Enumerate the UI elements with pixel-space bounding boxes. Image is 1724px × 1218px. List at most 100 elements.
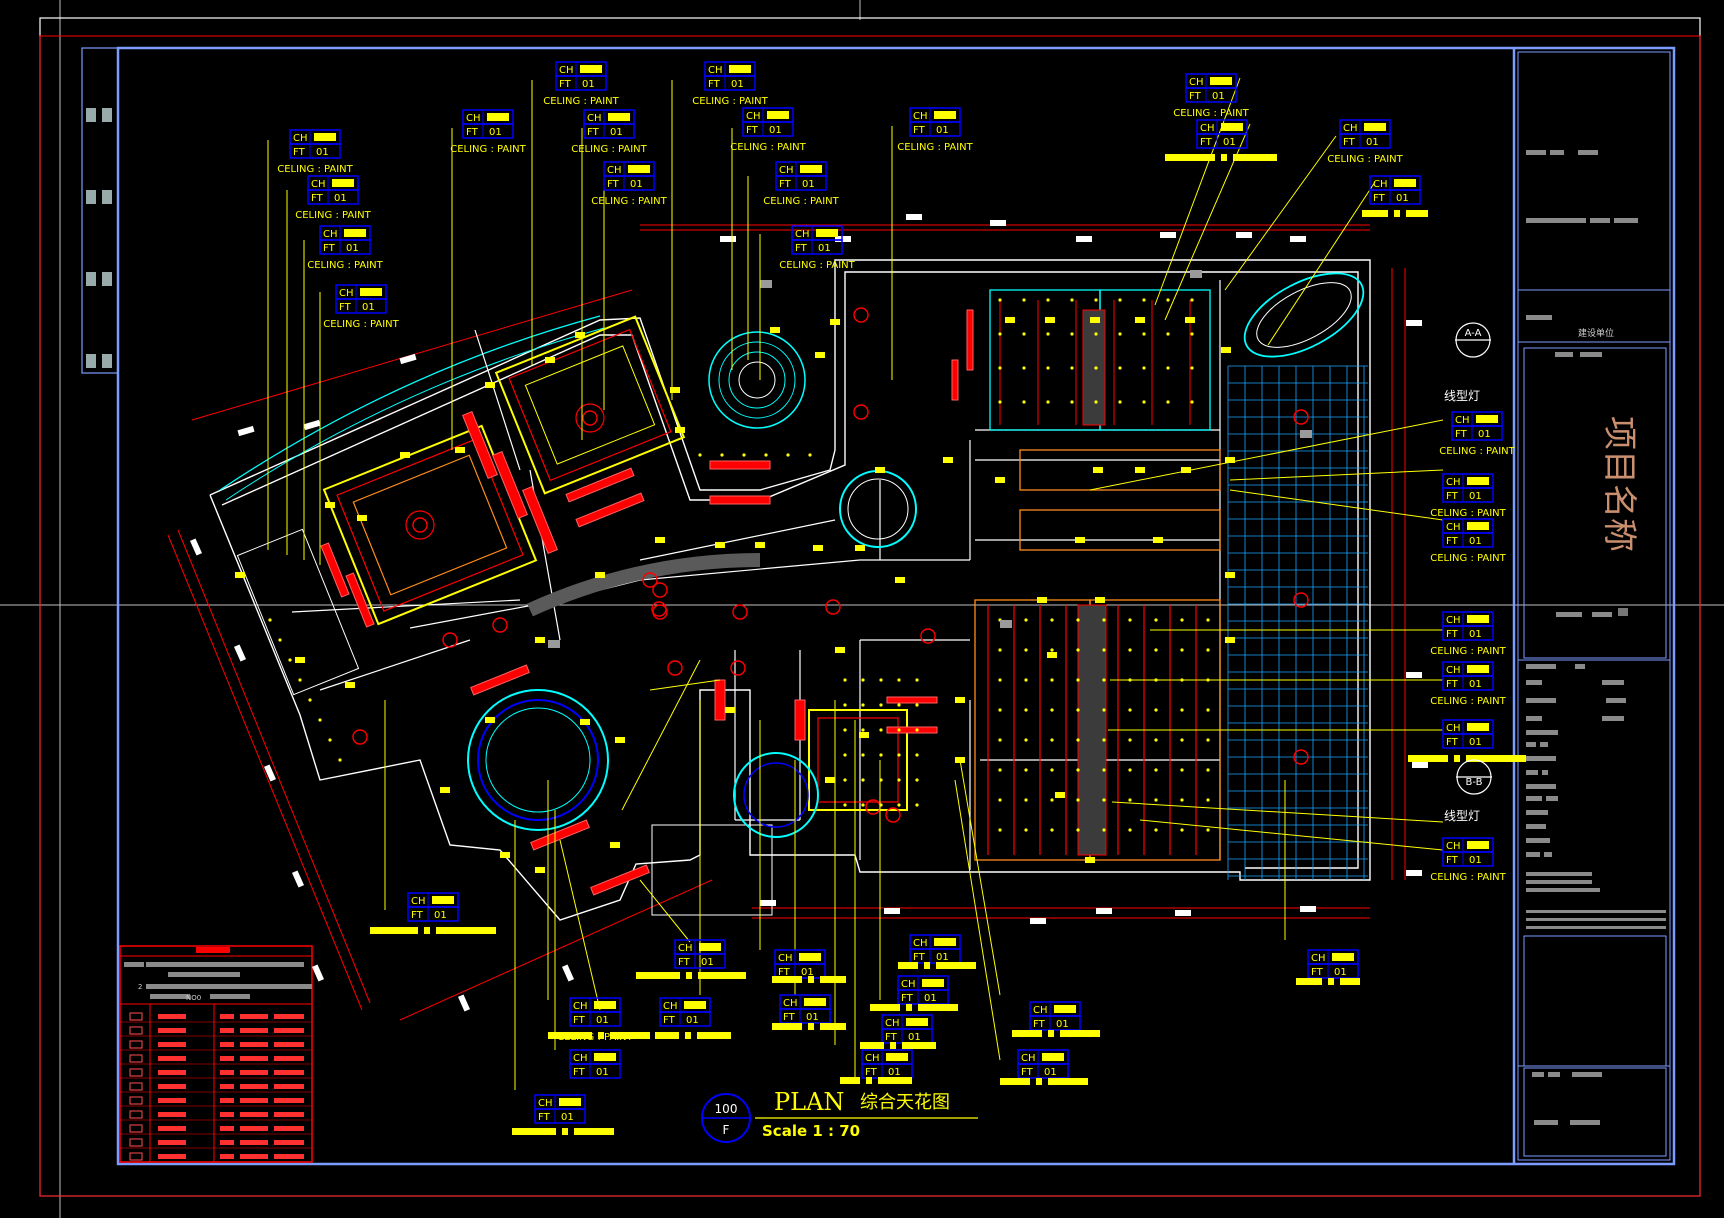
marker [725, 707, 735, 713]
spot-light [897, 753, 901, 757]
tag-ceiling-paint: CELING : PAINT [1430, 696, 1506, 707]
downlight [642, 572, 658, 588]
spot-light [1128, 828, 1132, 832]
legend-desc [158, 1126, 186, 1131]
spot-light [998, 298, 1002, 302]
marker [235, 572, 245, 578]
spot-light [1050, 648, 1054, 652]
leader-line [559, 839, 601, 1011]
tag-ceiling-paint: CELING : PAINT [1173, 108, 1249, 119]
section-marker-b[interactable]: B-B [1456, 759, 1492, 795]
tag-ft-text: FT [1343, 137, 1356, 148]
spot-light [698, 453, 702, 457]
tag-ceiling-paint: CELING : PAINT [1430, 553, 1506, 564]
downlight [651, 601, 667, 617]
spot-light [915, 678, 919, 682]
linear-light-label-1: 线型灯 [1444, 389, 1480, 403]
marker [1225, 637, 1235, 643]
spot-light [1206, 828, 1210, 832]
tag-ceiling-paint: CELING : PAINT [571, 144, 647, 155]
spot-light [1166, 400, 1170, 404]
tag-finish-no: 01 [596, 1067, 609, 1078]
legend-note [240, 1028, 268, 1033]
tag-ch-text: CH [339, 288, 354, 299]
marker [955, 697, 965, 703]
tag-ceiling-paint: CELING : PAINT [295, 210, 371, 221]
tag-ch-text: CH [559, 65, 574, 76]
tag-finish-no: 01 [1056, 1019, 1069, 1030]
spot-light [1180, 798, 1184, 802]
spot-light [1046, 298, 1050, 302]
legend-desc [158, 1098, 186, 1103]
spot-light [998, 648, 1002, 652]
tag-finish-no: 01 [1366, 137, 1379, 148]
tag-finish-no: 01 [334, 193, 347, 204]
legend-code [220, 1140, 234, 1145]
spot-light [915, 703, 919, 707]
spot-light [1154, 768, 1158, 772]
spot-light [1024, 768, 1028, 772]
dimension-lines [167, 214, 1428, 1021]
tag-ch-text: CH [913, 111, 928, 122]
linear-slot [345, 572, 375, 628]
tag-ft-text: FT [1446, 491, 1459, 502]
tag-ft-text: FT [865, 1067, 878, 1078]
marker [485, 717, 495, 723]
tag-ch-text: CH [1446, 615, 1461, 626]
section-marker-a[interactable]: A-A [1455, 322, 1491, 358]
drawing-no-text: NO0 [186, 994, 201, 1002]
marker [1037, 597, 1047, 603]
plan-scale: Scale 1 : 70 [762, 1122, 860, 1140]
leader-line [1139, 819, 1444, 851]
marker [1221, 347, 1231, 353]
marker [1181, 467, 1191, 473]
marker [1135, 317, 1145, 323]
tag-ft-text: FT [783, 1012, 796, 1023]
tag-ft-text: FT [779, 179, 792, 190]
legend-symbol [129, 1040, 143, 1049]
spot-light [1050, 768, 1054, 772]
spot-light [861, 803, 865, 807]
downlight [442, 632, 458, 648]
spot-light [308, 698, 312, 702]
leader-line [1224, 135, 1337, 291]
tag-ch-text: CH [1373, 179, 1388, 190]
spot-light [998, 738, 1002, 742]
legend-note-2 [274, 1112, 304, 1117]
spot-light [843, 703, 847, 707]
spot-light [1180, 828, 1184, 832]
column-stub [1000, 620, 1012, 628]
legend-desc [158, 1154, 186, 1159]
tag-ch-text: CH [466, 113, 481, 124]
legend-note [240, 1084, 268, 1089]
spot-light [1102, 738, 1106, 742]
spot-light [1154, 738, 1158, 742]
tag-ch-text: CH [1311, 953, 1326, 964]
marker [345, 682, 355, 688]
svg-text:2: 2 [138, 983, 142, 991]
marker [1185, 317, 1195, 323]
spot-light [1142, 332, 1146, 336]
tag-ch-text: CH [1455, 415, 1470, 426]
tag-finish-no: 01 [701, 957, 714, 968]
spot-light [1118, 400, 1122, 404]
spot-light [1050, 618, 1054, 622]
spot-light [1128, 738, 1132, 742]
spot-light [278, 638, 282, 642]
spot-light [1128, 798, 1132, 802]
spot-light [1022, 400, 1026, 404]
tag-finish-no: 01 [596, 1015, 609, 1026]
tag-ft-text: FT [573, 1067, 586, 1078]
tag-ch-text: CH [778, 953, 793, 964]
